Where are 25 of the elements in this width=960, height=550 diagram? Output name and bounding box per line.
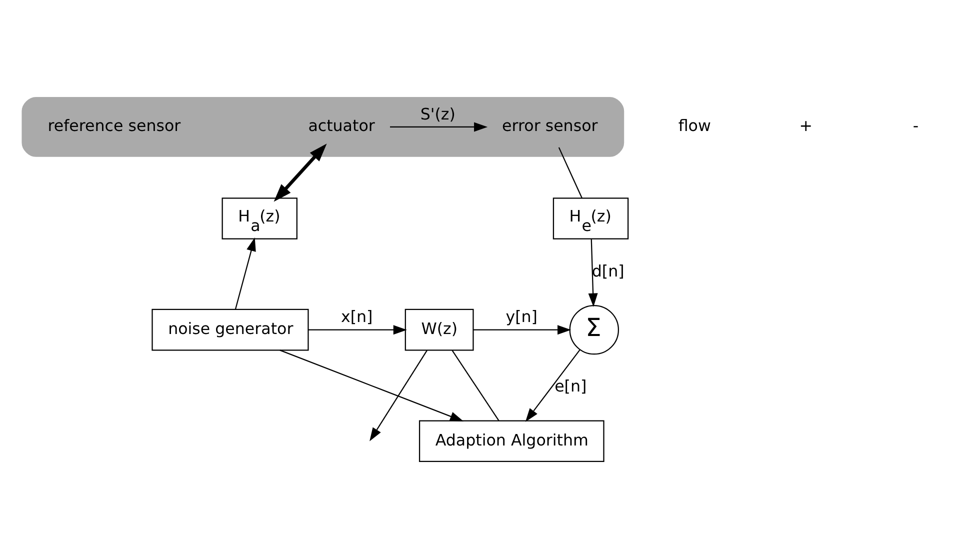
arrow [390, 122, 488, 132]
node-box: W(z) [404, 308, 474, 351]
cluster [22, 97, 624, 157]
arrow [280, 350, 464, 422]
arrow [274, 144, 327, 202]
label: - [912, 116, 919, 136]
connector [452, 350, 500, 421]
edge-label: y[n] [506, 307, 538, 326]
arrow [473, 325, 572, 335]
node-box: noise generator [152, 308, 309, 351]
node-text: error sensor [502, 116, 598, 136]
arrow [525, 350, 580, 422]
arrow [308, 325, 407, 335]
node-text: actuator [308, 116, 375, 136]
label: + [799, 116, 813, 136]
arrow [234, 237, 256, 310]
edge-label: x[n] [340, 307, 373, 326]
edge-label: S'(z) [420, 104, 456, 124]
arrow [370, 350, 428, 442]
edge-label: e[n] [554, 376, 587, 396]
node-text: reference sensor [48, 116, 181, 136]
node-circle: Σ [569, 304, 620, 355]
node-box: Adaption Algorithm [418, 420, 604, 462]
label: flow [678, 116, 711, 136]
arrow [588, 239, 598, 307]
